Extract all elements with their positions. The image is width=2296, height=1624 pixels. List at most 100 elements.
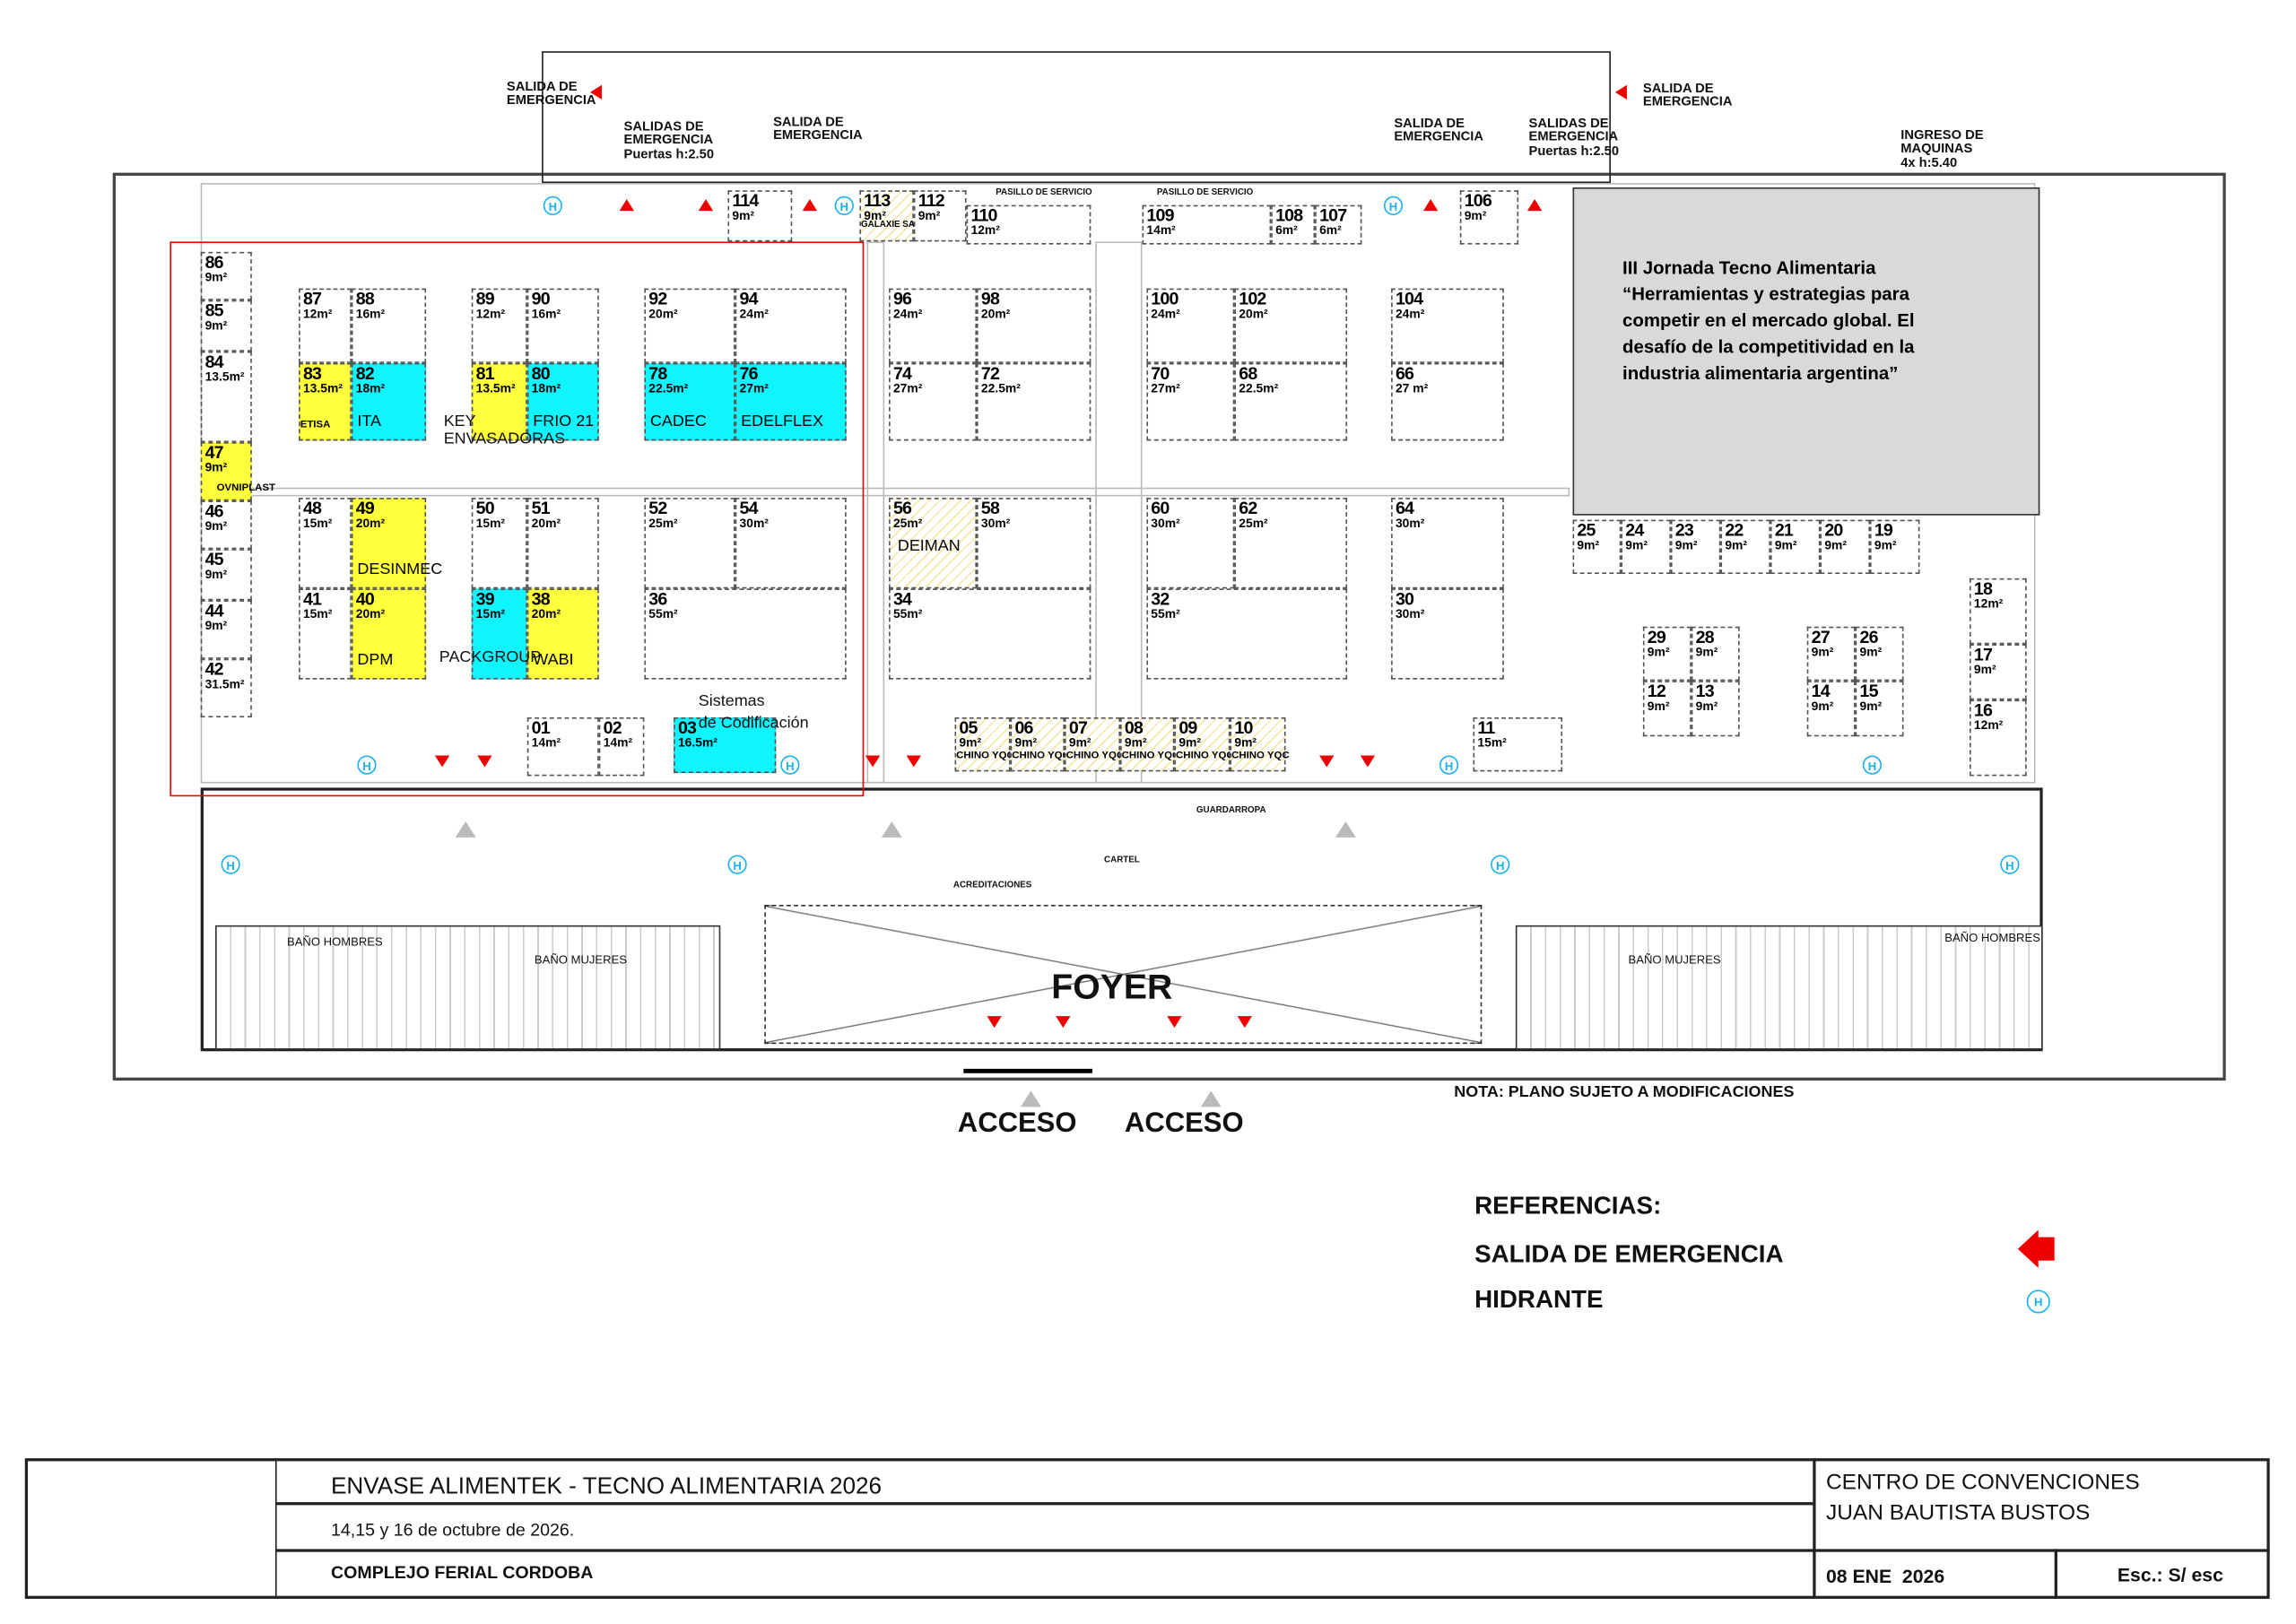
aisle-v2 <box>1095 241 1143 784</box>
booth-number: 47 <box>204 442 224 463</box>
booth-number: 51 <box>531 498 551 518</box>
emergency-exit-arrow-icon <box>434 755 450 768</box>
aisle-v1 <box>866 241 885 784</box>
booth-area: 9m² <box>204 566 228 582</box>
title-block <box>24 1458 2270 1599</box>
booth-area: 9m² <box>1859 698 1883 714</box>
booth-area: 55m² <box>1151 605 1180 621</box>
booth-number: 52 <box>648 498 667 518</box>
booth-number: 38 <box>531 588 551 610</box>
title-block-divider <box>274 1458 1813 1599</box>
booth-number: 107 <box>1319 204 1347 226</box>
booth-exhibitor: FRIO 21 <box>533 413 595 431</box>
booth-number: 58 <box>980 498 1000 518</box>
